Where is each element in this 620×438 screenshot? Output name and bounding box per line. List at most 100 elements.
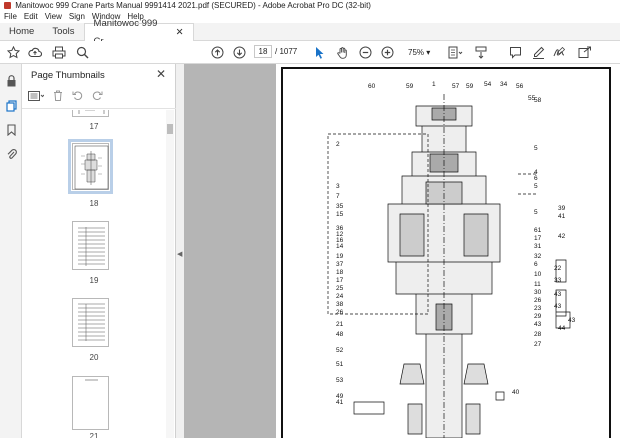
search-icon[interactable] xyxy=(74,44,90,60)
page-thumbnails-icon[interactable] xyxy=(5,100,17,112)
thumbnail-label: 20 xyxy=(89,353,99,362)
rotate-left-icon[interactable] xyxy=(72,90,83,104)
page-layout-icon[interactable] xyxy=(447,44,463,60)
thumbnail-label: 19 xyxy=(89,276,99,285)
drawing-callout: 43 xyxy=(554,303,562,310)
print-icon[interactable] xyxy=(51,44,67,60)
scroll-mode-icon[interactable] xyxy=(473,44,489,60)
drawing-callout: 44 xyxy=(558,325,566,332)
drawing-callout: 56 xyxy=(516,83,524,90)
thumbnail-page[interactable] xyxy=(72,298,109,347)
left-navigation-rail xyxy=(0,64,22,438)
close-icon[interactable]: ✕ xyxy=(156,67,167,81)
cloud-upload-icon[interactable] xyxy=(27,44,43,60)
comment-icon[interactable] xyxy=(507,44,523,60)
star-icon[interactable] xyxy=(5,44,21,60)
drawing-callout: 10 xyxy=(534,271,542,278)
thumbnail-label: 18 xyxy=(89,199,99,208)
tab-document[interactable]: Manitowoc 999 Cr... ✕ xyxy=(83,18,194,47)
thumbnail-options-icon[interactable] xyxy=(28,90,45,104)
thumbnails-scrollbar[interactable] xyxy=(166,110,174,438)
drawing-callout: 4 xyxy=(534,169,538,176)
drawing-callout: 39 xyxy=(558,205,566,212)
menu-view[interactable]: View xyxy=(44,12,62,21)
bookmark-icon[interactable] xyxy=(5,124,17,137)
drawing-callout: 61 xyxy=(534,227,542,234)
page-total: / 1077 xyxy=(275,47,298,56)
drawing-callout: 5 xyxy=(534,183,538,190)
hand-tool-icon[interactable] xyxy=(334,44,350,60)
lock-icon[interactable] xyxy=(5,75,17,87)
drawing-callout: 53 xyxy=(336,377,344,384)
drawing-callout: 21 xyxy=(336,321,344,328)
drawing-callout: 32 xyxy=(534,253,542,260)
drawing-callout: 48 xyxy=(336,331,344,338)
drawing-callout: 26 xyxy=(336,309,344,316)
drawing-callout: 17 xyxy=(336,277,344,284)
drawing-callout: 35 xyxy=(336,203,344,210)
page-navigator: 18 / 1077 xyxy=(254,45,297,58)
drawing-callout: 7 xyxy=(336,193,340,200)
drawing-callout: 24 xyxy=(336,293,344,300)
drawing-callout: 41 xyxy=(336,399,344,406)
drawing-callout: 1 xyxy=(432,81,436,88)
drawing-callout: 55 xyxy=(528,95,536,102)
drawing-callout: 27 xyxy=(534,341,542,348)
highlight-pen-icon[interactable] xyxy=(530,44,546,60)
previous-page-icon[interactable] xyxy=(209,44,225,60)
menu-help[interactable]: Help xyxy=(127,12,144,21)
drawing-callout: 59 xyxy=(406,83,414,90)
drawing-callout: 49 xyxy=(336,393,344,400)
thumbnail-page[interactable] xyxy=(72,376,109,430)
drawing-callout: 38 xyxy=(336,301,344,308)
main-toolbar: 18 / 1077 75% ▾ xyxy=(0,41,620,64)
thumbnail-page[interactable] xyxy=(72,110,109,117)
drawing-callout: 43 xyxy=(568,317,576,324)
drawing-callout: 14 xyxy=(336,243,344,250)
tab-home[interactable]: Home xyxy=(9,26,35,37)
scrollbar-thumb[interactable] xyxy=(167,124,173,134)
drawing-callout: 12 xyxy=(336,231,344,238)
menu-bar: File Edit View Sign Window Help xyxy=(0,11,620,23)
thumbnail-page[interactable] xyxy=(72,221,109,270)
tab-tools[interactable]: Tools xyxy=(52,26,75,37)
menu-edit[interactable]: Edit xyxy=(23,12,38,21)
trash-icon[interactable] xyxy=(53,90,63,104)
zoom-out-icon[interactable] xyxy=(357,44,373,60)
thumbnail-label: 17 xyxy=(89,122,99,131)
attachment-icon[interactable] xyxy=(5,148,17,160)
select-cursor-icon[interactable] xyxy=(312,44,328,60)
drawing-callout: 15 xyxy=(336,211,344,218)
drawing-callout: 33 xyxy=(554,277,562,284)
zoom-level-dropdown[interactable]: 75% ▾ xyxy=(408,48,431,57)
drawing-callout: 43 xyxy=(534,321,542,328)
tab-bar: Home Tools Manitowoc 999 Cr... ✕ xyxy=(0,18,620,47)
rotate-right-icon[interactable] xyxy=(92,90,103,104)
thumbnails-list: 17 18 19 20 21 xyxy=(22,110,166,438)
drawing-callout: 36 xyxy=(336,225,344,232)
drawing-callout: 11 xyxy=(534,281,541,288)
collapse-panel-icon[interactable]: ◀ xyxy=(177,251,183,258)
panel-splitter[interactable]: ◀ xyxy=(176,64,184,438)
drawing-callout: 52 xyxy=(336,347,344,354)
menu-window[interactable]: Window xyxy=(91,12,121,21)
drawing-callout: 54 xyxy=(484,81,492,88)
zoom-in-icon[interactable] xyxy=(379,44,395,60)
page-number-input[interactable]: 18 xyxy=(254,45,272,58)
drawing-callout: 16 xyxy=(336,237,344,244)
sign-icon[interactable] xyxy=(552,44,568,60)
thumbnail-page-selected[interactable] xyxy=(68,139,113,194)
share-icon[interactable] xyxy=(577,44,593,60)
drawing-callout: 29 xyxy=(534,313,542,320)
drawing-callout: 34 xyxy=(500,81,508,88)
menu-file[interactable]: File xyxy=(4,12,17,21)
tab-close-icon[interactable]: ✕ xyxy=(175,26,184,38)
thumbnails-toolbar xyxy=(28,90,103,104)
drawing-callout: 5 xyxy=(534,209,538,216)
drawing-callout: 17 xyxy=(534,235,542,242)
next-page-icon[interactable] xyxy=(231,44,247,60)
menu-sign[interactable]: Sign xyxy=(68,12,85,21)
